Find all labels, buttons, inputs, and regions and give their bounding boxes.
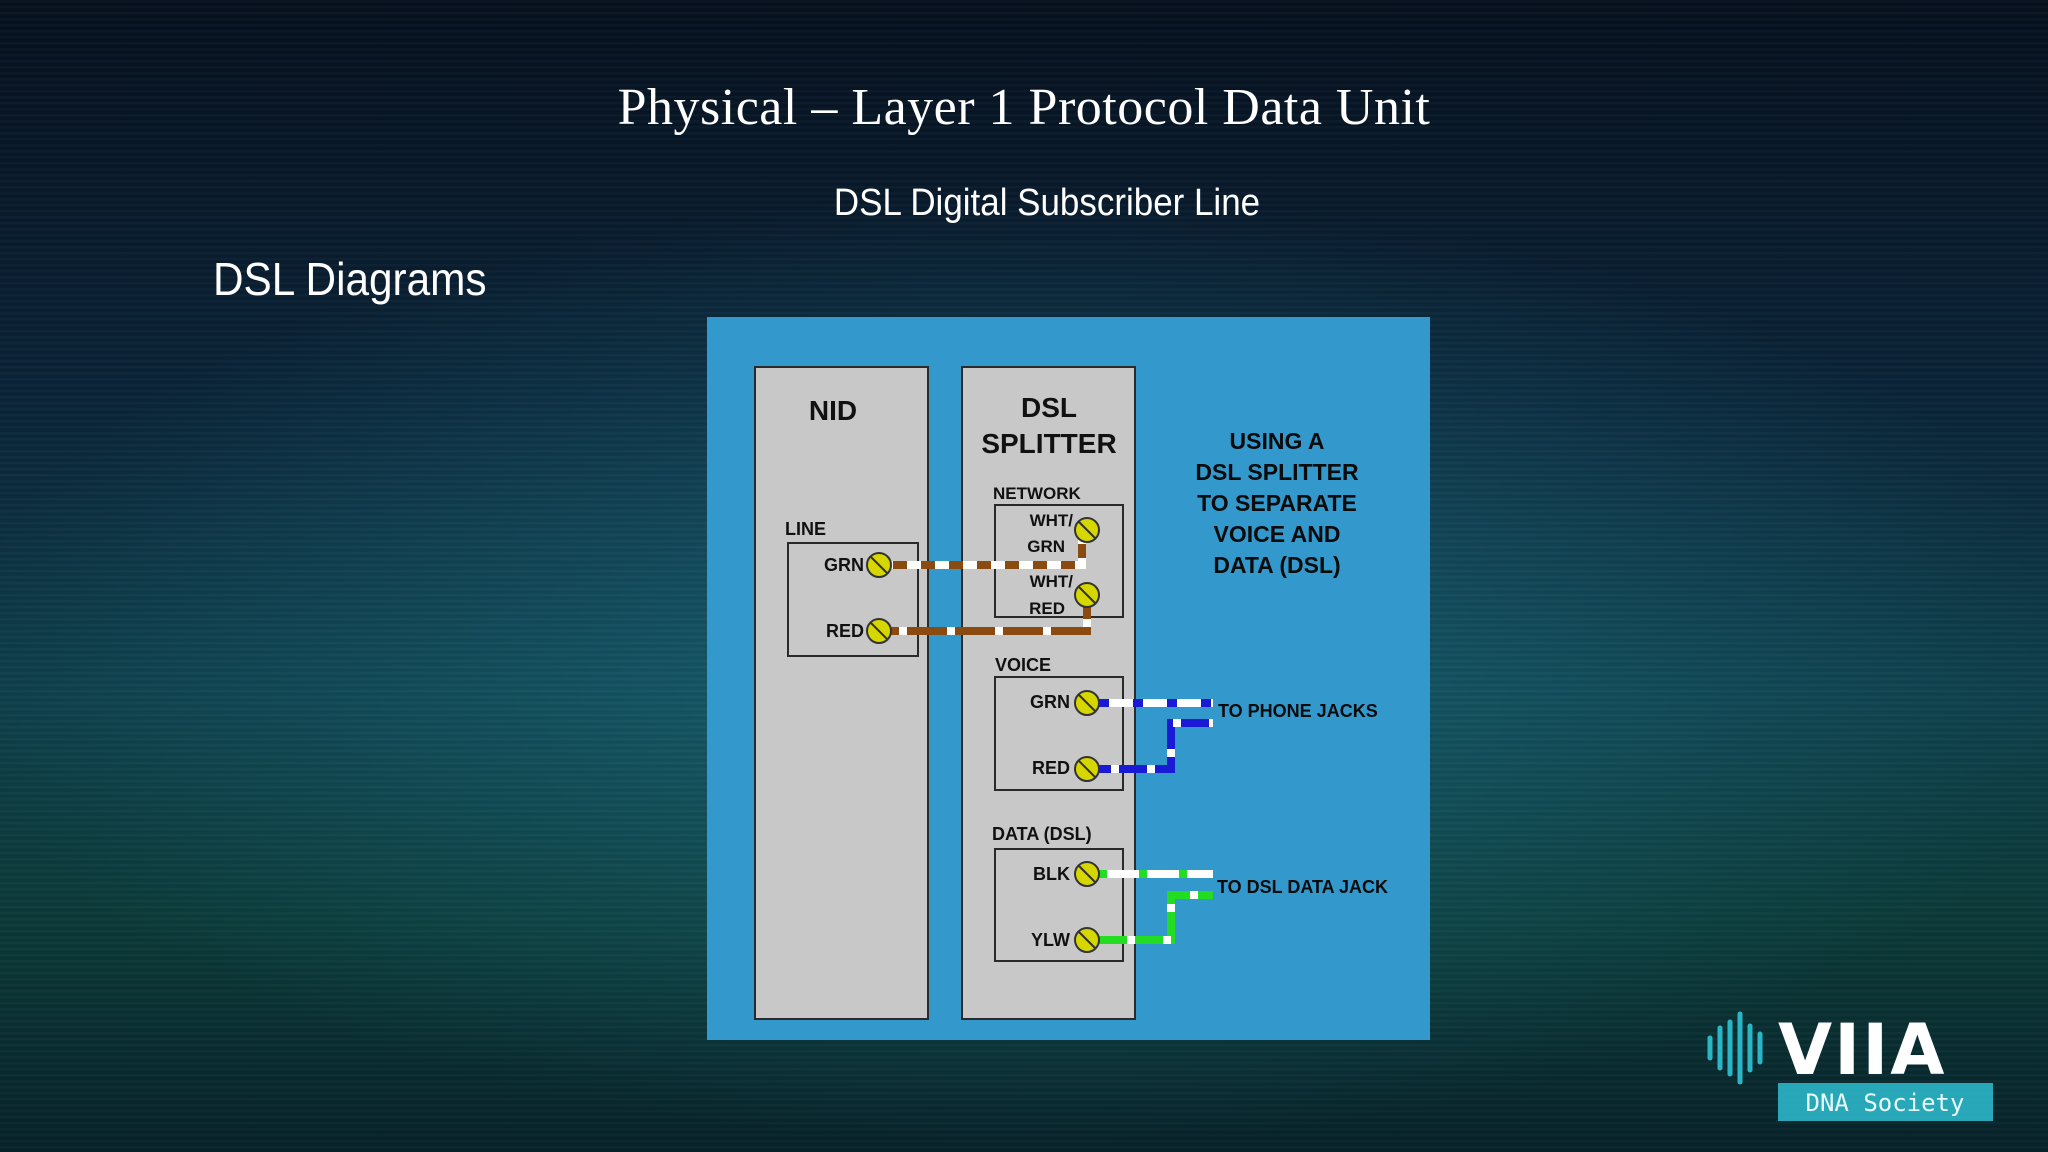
nid-grn-terminal-icon xyxy=(866,552,892,578)
data-ylw-label: YLW xyxy=(1031,930,1070,950)
wire-data-ylw xyxy=(1089,891,1213,944)
nid-title: NID xyxy=(809,395,857,426)
logo-tagline: DNA Society xyxy=(1806,1089,1965,1117)
network-wht-grn-terminal-icon xyxy=(1074,517,1100,543)
voice-red-label: RED xyxy=(1032,758,1070,778)
dsl-splitter-diagram: NID LINE GRN RED DSL SPLITTER NETWORK WH… xyxy=(707,317,1430,1040)
nid-grn-label: GRN xyxy=(824,555,864,575)
to-dsl-data-jack-label: TO DSL DATA JACK xyxy=(1217,877,1388,897)
section-heading: DSL Diagrams xyxy=(213,253,487,305)
wire-voice-red xyxy=(1089,719,1213,773)
network-wht-grn-label-2: GRN xyxy=(1027,537,1065,556)
slide-subtitle: DSL Digital Subscriber Line xyxy=(833,182,1261,224)
logo-tagline-bg xyxy=(1778,1083,1993,1121)
network-wht-red-label-2: RED xyxy=(1029,599,1065,618)
caption-line-3: TO SEPARATE xyxy=(1197,490,1357,516)
voice-label: VOICE xyxy=(995,655,1051,675)
data-label: DATA (DSL) xyxy=(992,824,1092,844)
data-ylw-terminal-icon xyxy=(1074,927,1100,953)
diagram-caption: USING A DSL SPLITTER TO SEPARATE VOICE A… xyxy=(1195,428,1359,578)
slide-title: Physical – Layer 1 Protocol Data Unit xyxy=(617,79,1431,136)
caption-line-4: VOICE AND xyxy=(1214,521,1341,547)
terminal-screws xyxy=(866,517,1100,953)
network-label: NETWORK xyxy=(993,484,1082,503)
network-wht-grn-label-1: WHT/ xyxy=(1030,511,1074,530)
splitter-title-line1: DSL xyxy=(1021,392,1077,423)
voice-red-terminal-icon xyxy=(1074,756,1100,782)
caption-line-5: DATA (DSL) xyxy=(1213,552,1340,578)
voice-grn-label: GRN xyxy=(1030,692,1070,712)
caption-line-1: USING A xyxy=(1230,428,1325,454)
nid-line-label: LINE xyxy=(785,519,826,539)
voice-grn-terminal-icon xyxy=(1074,690,1100,716)
logo-brand: VIIA xyxy=(1778,1010,1946,1091)
caption-line-2: DSL SPLITTER xyxy=(1195,459,1359,485)
nid-red-label: RED xyxy=(826,621,864,641)
network-wht-red-label-1: WHT/ xyxy=(1030,572,1074,591)
to-phone-jacks-label: TO PHONE JACKS xyxy=(1218,701,1378,721)
soundwave-icon xyxy=(1707,1011,1763,1085)
data-blk-terminal-icon xyxy=(1074,861,1100,887)
viia-logo: VIIA DNA Society xyxy=(1700,1009,2000,1125)
nid-panel xyxy=(754,366,929,1020)
splitter-title-line2: SPLITTER xyxy=(981,428,1116,459)
data-blk-label: BLK xyxy=(1033,864,1070,884)
network-wht-red-terminal-icon xyxy=(1074,582,1100,608)
nid-red-terminal-icon xyxy=(866,618,892,644)
